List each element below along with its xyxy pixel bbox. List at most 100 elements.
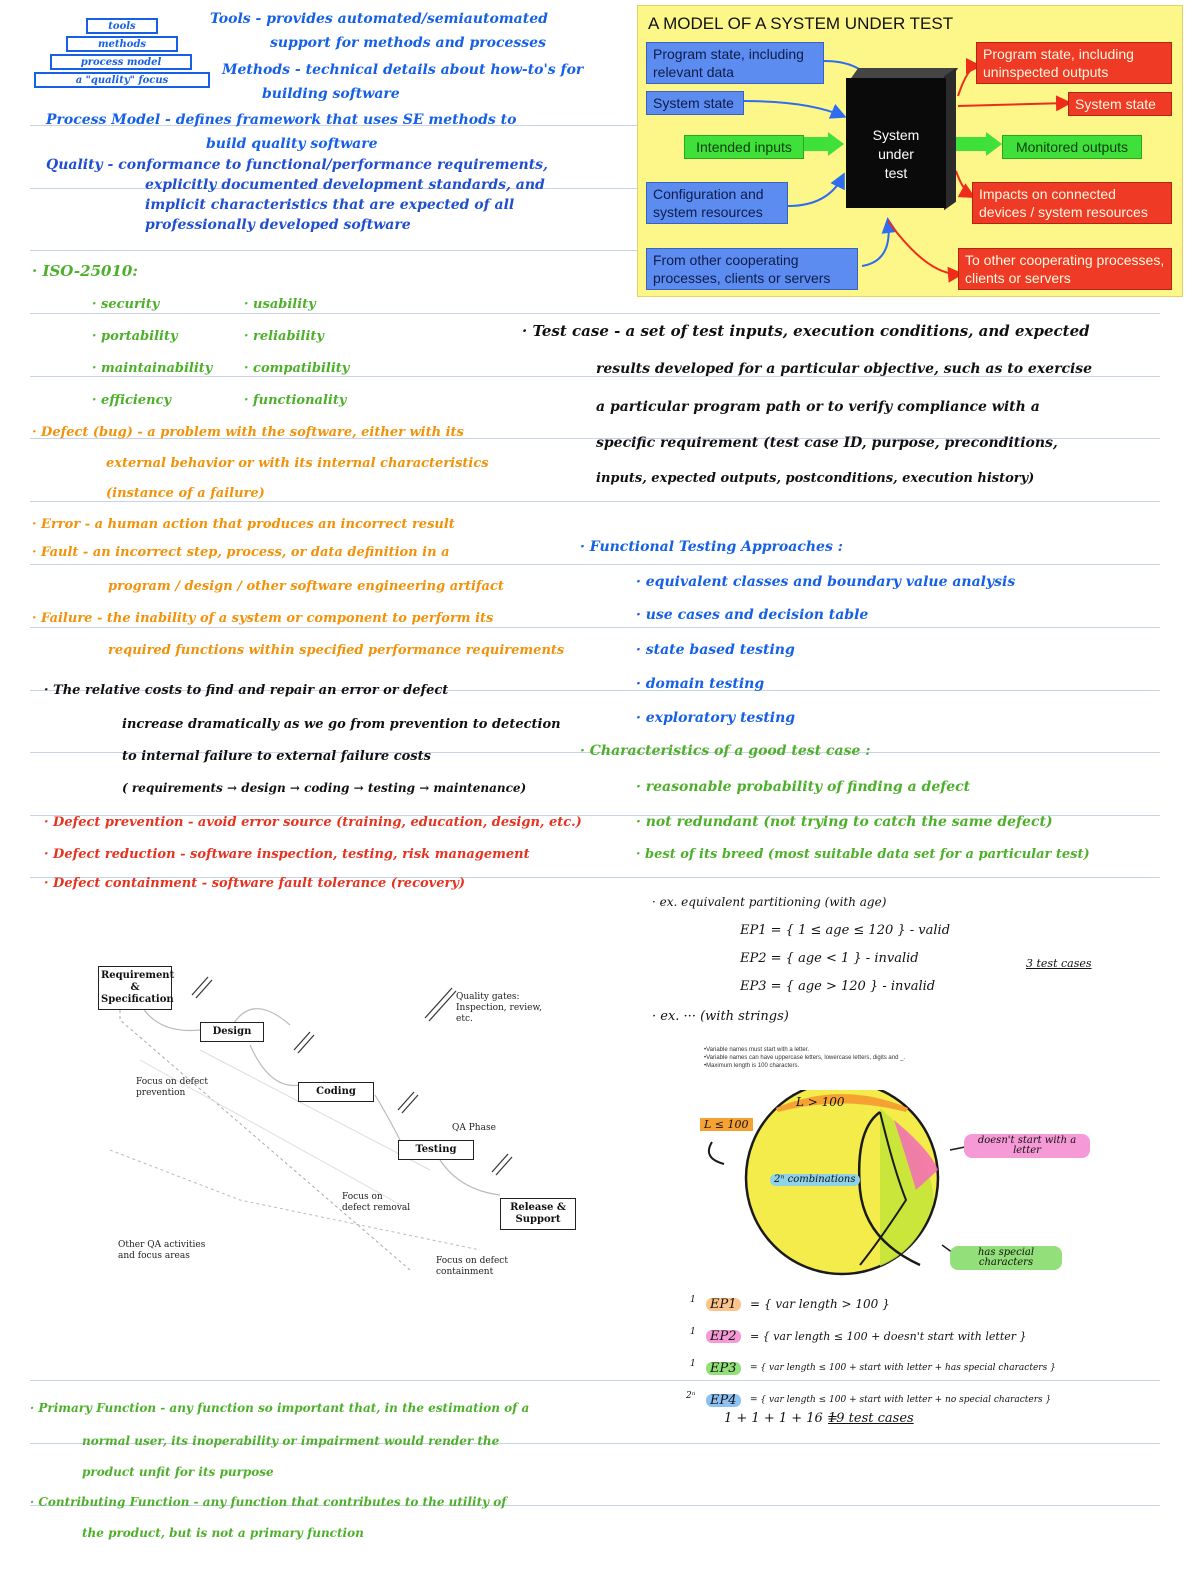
label-defect-removal: Focus on defect removal — [342, 1192, 411, 1213]
process-model-definition-cont: build quality software — [206, 136, 378, 152]
phase-coding: Coding — [298, 1082, 374, 1102]
fault-definition: · Fault - an incorrect step, process, or… — [32, 545, 450, 560]
pyramid-methods: methods — [66, 36, 178, 52]
iso-item: · usability — [244, 297, 316, 312]
string-rule: •Maximum length is 100 characters. — [704, 1063, 800, 1069]
phase-design: Design — [200, 1022, 264, 1042]
circle-label-left: L ≤ 100 — [700, 1118, 753, 1131]
ep-label: EP2 — [706, 1330, 741, 1343]
defect-containment: · Defect containment - software fault to… — [44, 876, 466, 891]
ep-row: 1 EP1 = { var length > 100 } — [690, 1296, 1160, 1328]
contributing-function-cont: the product, but is not a primary functi… — [82, 1526, 364, 1540]
good-test-case-title: · Characteristics of a good test case : — [580, 743, 871, 759]
model-input-program-state: Program state, including relevant data — [646, 42, 824, 84]
model-input-system-state: System state — [646, 91, 744, 115]
pyramid-quality-focus: a "quality" focus — [34, 72, 210, 88]
fault-definition-cont: program / design / other software engine… — [108, 579, 504, 594]
phase-requirement: Requirement & Specification — [98, 966, 174, 1010]
quality-definition: Quality - conformance to functional/perf… — [46, 157, 548, 173]
costs-note-cont: increase dramatically as we go from prev… — [122, 717, 561, 732]
ep-row: 1 EP3 = { var length ≤ 100 + start with … — [690, 1360, 1160, 1392]
methods-definition: Methods - technical details about how-to… — [222, 62, 584, 78]
phase-release: Release & Support — [500, 1198, 576, 1230]
ep-value: = { var length ≤ 100 + start with letter… — [750, 1363, 1056, 1373]
string-rule: •Variable names must start with a letter… — [704, 1047, 810, 1053]
model-input-intended: Intended inputs — [684, 135, 804, 159]
total-prefix: 1 + 1 + 1 + 16 = — [724, 1411, 838, 1426]
ep-row: 1 EP2 = { var length ≤ 100 + doesn't sta… — [690, 1328, 1160, 1360]
model-input-configuration: Configuration and system resources — [646, 182, 788, 224]
label-defect-containment: Focus on defect containment — [436, 1256, 508, 1277]
iso-item: · security — [92, 297, 160, 312]
ep-value: = { var length > 100 } — [750, 1297, 890, 1311]
methods-definition-cont: building software — [262, 86, 400, 102]
quality-definition-cont-3: professionally developed software — [145, 217, 411, 233]
functional-testing-item: · domain testing — [636, 676, 765, 692]
label-other-qa: Other QA activities and focus areas — [118, 1240, 206, 1261]
test-case-definition-cont: inputs, expected outputs, postconditions… — [596, 471, 1035, 486]
pyramid-tools: tools — [86, 18, 158, 34]
ep-value: = { var length ≤ 100 + doesn't start wit… — [750, 1330, 1027, 1343]
defect-reduction: · Defect reduction - software inspection… — [44, 847, 530, 862]
costs-note-cont: ( requirements → design → coding → testi… — [122, 781, 527, 795]
model-title: A MODEL OF A SYSTEM UNDER TEST — [648, 14, 954, 33]
string-rule: •Variable names can have uppercase lette… — [704, 1055, 906, 1061]
functional-testing-title: · Functional Testing Approaches : — [580, 539, 843, 555]
pyramid-process-model: process model — [50, 54, 192, 70]
note-pink: doesn't start with a letter — [964, 1134, 1090, 1158]
model-output-cooperating: To other cooperating processes, clients … — [958, 248, 1172, 290]
system-under-test-model: A MODEL OF A SYSTEM UNDER TEST Program s… — [637, 5, 1183, 297]
good-test-case-item: · reasonable probability of finding a de… — [636, 779, 971, 795]
good-test-case-item: · best of its breed (most suitable data … — [636, 847, 1090, 862]
tools-definition: Tools - provides automated/semiautomated — [210, 11, 548, 27]
ep-mark: 1 — [690, 1359, 696, 1369]
model-arrows — [743, 58, 1072, 283]
functional-testing-item: · use cases and decision table — [636, 607, 869, 623]
test-case-definition-cont: results developed for a particular objec… — [596, 361, 1093, 377]
circle-label-center: 2ⁿ combinations — [770, 1174, 860, 1186]
failure-definition: · Failure - the inability of a system or… — [32, 611, 494, 626]
ep-mark: 1 — [690, 1327, 696, 1337]
costs-note-cont: to internal failure to external failure … — [122, 749, 431, 764]
example-strings-header: · ex. ··· (with strings) — [652, 1009, 789, 1024]
iso-item: · functionality — [244, 393, 347, 408]
defect-prevention: · Defect prevention - avoid error source… — [44, 815, 582, 830]
phase-diagram-lines — [109, 976, 513, 1271]
test-case-definition: · Test case - a set of test inputs, exec… — [522, 322, 1090, 340]
ep-value: = { var length ≤ 100 + start with letter… — [750, 1395, 1052, 1405]
functional-testing-item: · state based testing — [636, 642, 795, 658]
ep-mark: 1 — [690, 1295, 696, 1305]
model-output-program-state: Program state, including uninspected out… — [976, 42, 1172, 84]
system-under-test-cube: System under test — [846, 78, 946, 208]
label-quality-gates: Quality gates: Inspection, review, etc. — [456, 992, 542, 1024]
primary-function: · Primary Function - any function so imp… — [30, 1401, 530, 1415]
process-model-definition: Process Model - defines framework that u… — [46, 112, 517, 128]
iso-item: · compatibility — [244, 361, 350, 376]
test-case-definition-cont: specific requirement (test case ID, purp… — [596, 435, 1058, 451]
label-qa-phase: QA Phase — [452, 1123, 496, 1133]
iso-title: · ISO-25010: — [32, 262, 138, 280]
iso-item: · efficiency — [92, 393, 172, 408]
label-defect-prevention: Focus on defect prevention — [136, 1077, 208, 1098]
primary-function-cont: product unfit for its purpose — [82, 1465, 274, 1479]
example-age-count: 3 test cases — [1026, 957, 1092, 970]
ep-list: 1 EP1 = { var length > 100 } 1 EP2 = { v… — [686, 1296, 1160, 1424]
iso-item: · portability — [92, 329, 178, 344]
good-test-case-item: · not redundant (not trying to catch the… — [636, 814, 1053, 830]
ep-label: EP4 — [706, 1394, 741, 1407]
quality-definition-cont-1: explicitly documented development standa… — [145, 177, 545, 193]
tools-definition-cont: support for methods and processes — [270, 35, 546, 51]
iso-item: · maintainability — [92, 361, 213, 376]
defect-definition-cont: (instance of a failure) — [106, 486, 265, 501]
ep-mark: 2ⁿ — [686, 1391, 696, 1401]
model-output-impacts: Impacts on connected devices / system re… — [972, 182, 1172, 224]
model-output-monitored: Monitored outputs — [1002, 135, 1142, 159]
model-output-system-state: System state — [1068, 92, 1172, 116]
example-age-ep1: EP1 = { 1 ≤ age ≤ 120 } - valid — [740, 923, 951, 938]
sut-label-2: under — [878, 146, 914, 162]
costs-note: · The relative costs to find and repair … — [44, 683, 449, 698]
example-age-ep2: EP2 = { age < 1 } - invalid — [740, 951, 919, 966]
primary-function-cont: normal user, its inoperability or impair… — [82, 1434, 500, 1448]
sut-label-3: test — [884, 165, 908, 181]
test-case-definition-cont: a particular program path or to verify c… — [596, 399, 1040, 415]
